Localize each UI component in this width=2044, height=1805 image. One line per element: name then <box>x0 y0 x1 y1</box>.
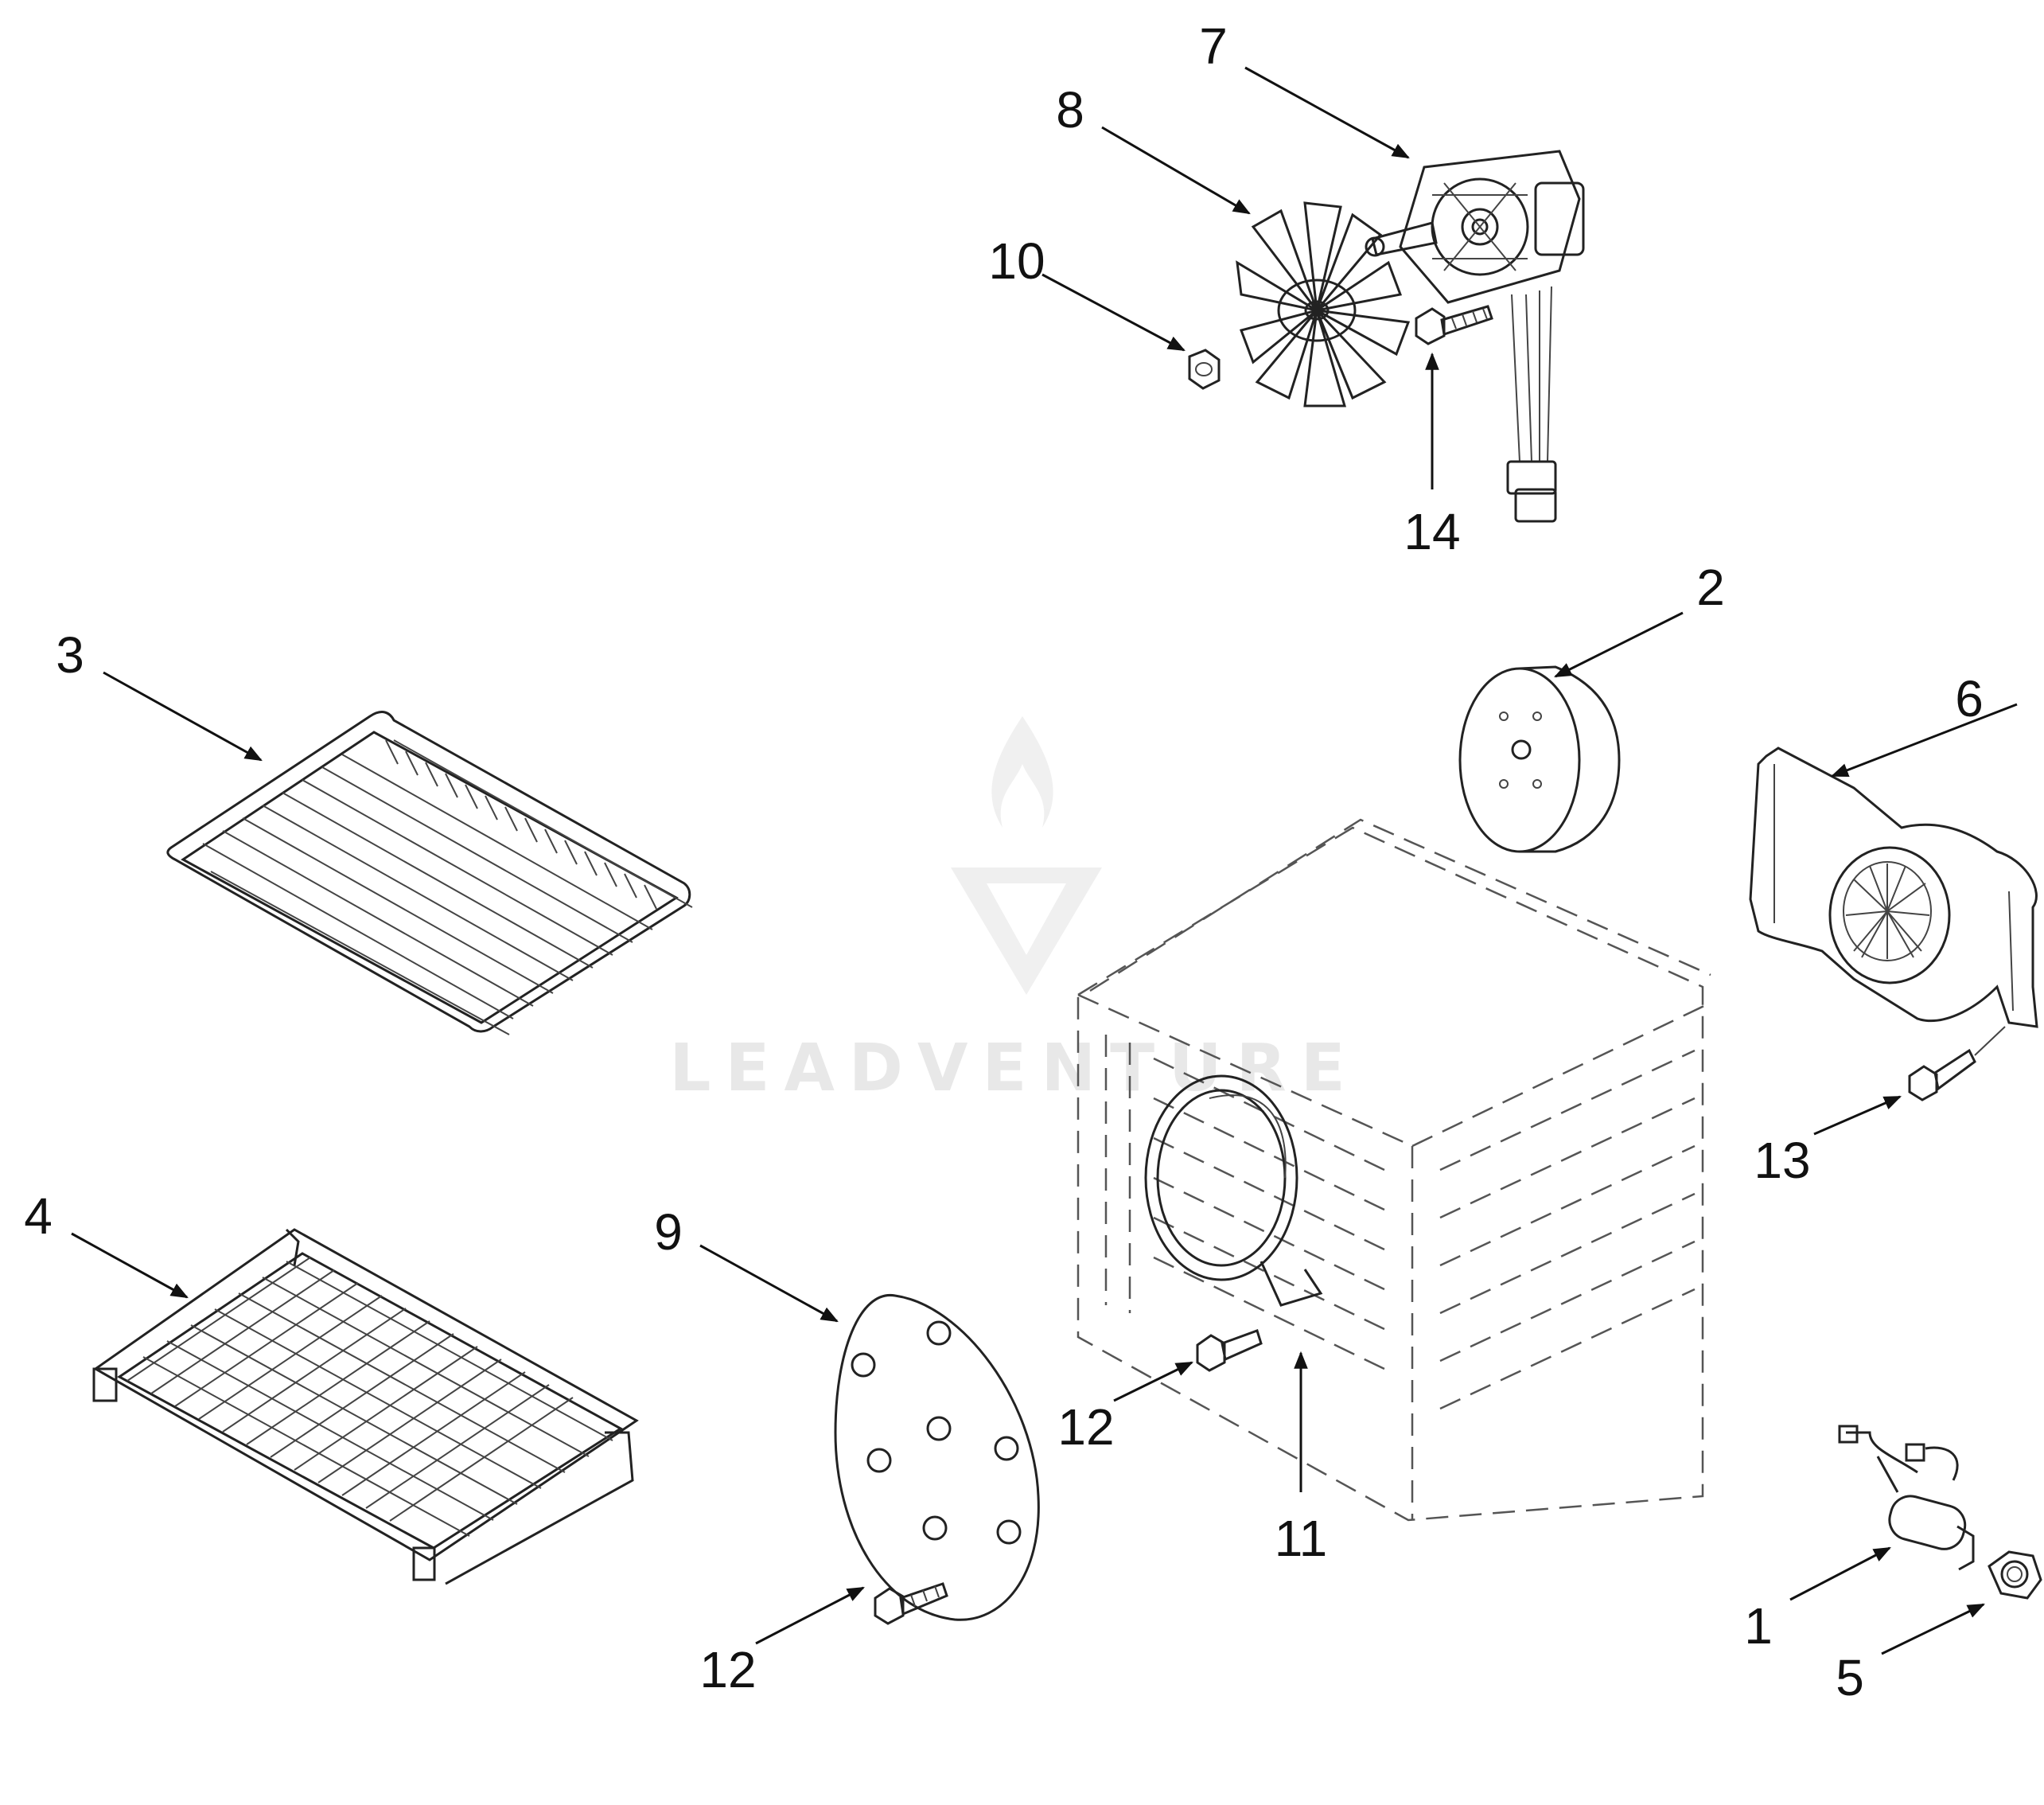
callout-1: 1 <box>1744 1597 1773 1655</box>
part-11-oven-cavity <box>1077 818 1711 1522</box>
callout-9: 9 <box>654 1203 683 1261</box>
callout-11: 11 <box>1275 1510 1327 1567</box>
part-10-nut <box>1188 349 1221 390</box>
part-8-fan-blade <box>1236 201 1411 407</box>
part-12-screw-lower <box>874 1582 948 1625</box>
part-9-plate <box>834 1294 1040 1621</box>
part-12-screw-upper <box>1196 1329 1263 1372</box>
callout-labels: 7 8 10 14 2 3 6 4 9 12 11 13 12 1 5 <box>24 18 1984 1706</box>
callout-10: 10 <box>988 232 1045 290</box>
callout-6: 6 <box>1955 670 1984 727</box>
callout-4: 4 <box>24 1187 53 1245</box>
part-3-oven-rack <box>166 711 693 1035</box>
part-7-convection-motor <box>1365 150 1585 523</box>
callout-12b: 12 <box>699 1641 756 1698</box>
part-1-sensor <box>1838 1425 1975 1571</box>
watermark-text: LEADVENTURE <box>669 1031 1360 1106</box>
part-4-sliding-rack <box>92 1228 639 1585</box>
callout-8: 8 <box>1056 81 1084 138</box>
part-5-hex-nut <box>1988 1550 2042 1600</box>
watermark-logo: LEADVENTURE <box>669 716 1360 1106</box>
part-6-fan-housing <box>1749 747 2038 1028</box>
leader-lines <box>71 66 2018 1655</box>
callout-3: 3 <box>56 626 84 684</box>
callout-5: 5 <box>1836 1649 1864 1706</box>
callout-14: 14 <box>1404 503 1460 560</box>
callout-12a: 12 <box>1057 1398 1114 1456</box>
callout-7: 7 <box>1199 18 1228 75</box>
part-2-disc <box>1458 665 1621 853</box>
part-13-screw <box>1908 1026 2006 1101</box>
callout-2: 2 <box>1696 559 1725 616</box>
callout-13: 13 <box>1754 1132 1810 1189</box>
part-14-screw <box>1415 305 1493 345</box>
